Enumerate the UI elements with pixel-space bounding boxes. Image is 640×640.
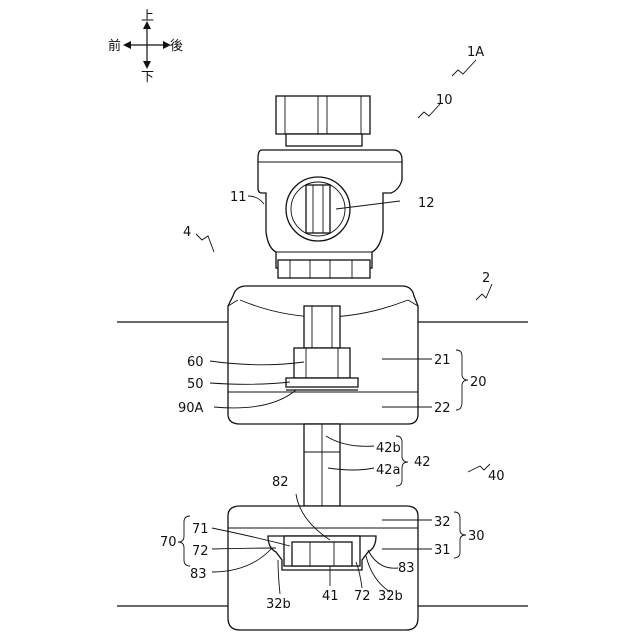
- label-32b-right: 32b: [378, 589, 403, 604]
- label-2: 2: [482, 271, 490, 286]
- label-10: 10: [436, 93, 453, 108]
- label-30: 30: [468, 529, 485, 544]
- label-11: 11: [230, 190, 247, 205]
- label-82: 82: [272, 475, 289, 490]
- label-41: 41: [322, 589, 339, 604]
- label-20: 20: [470, 375, 487, 390]
- label-60: 60: [187, 355, 204, 370]
- label-12: 12: [418, 196, 435, 211]
- label-70: 70: [160, 535, 177, 550]
- stud-bolt: [304, 424, 340, 506]
- label-42b: 42b: [376, 441, 401, 456]
- label-72-left: 72: [192, 544, 209, 559]
- direction-down-label: 下: [141, 70, 154, 85]
- label-4: 4: [183, 225, 191, 240]
- upper-housing: [258, 150, 402, 278]
- label-90A: 90A: [178, 401, 204, 416]
- label-72-bottom: 72: [354, 589, 371, 604]
- label-83-left: 83: [190, 567, 207, 582]
- direction-up-label: 上: [141, 9, 154, 24]
- label-21: 21: [434, 353, 451, 368]
- label-40: 40: [488, 469, 505, 484]
- direction-back-label: 後: [170, 39, 183, 54]
- direction-front-label: 前: [108, 38, 121, 54]
- lower-nut-assembly: [268, 536, 376, 570]
- label-1A: 1A: [467, 45, 484, 60]
- label-22: 22: [434, 401, 451, 416]
- label-83-right: 83: [398, 561, 415, 576]
- direction-indicator: 上 下 前 後: [108, 9, 183, 85]
- label-31: 31: [434, 543, 451, 558]
- label-32b-left: 32b: [266, 597, 291, 612]
- label-32: 32: [434, 515, 451, 530]
- label-42: 42: [414, 455, 431, 470]
- label-50: 50: [187, 377, 204, 392]
- label-71: 71: [192, 522, 209, 537]
- upper-hex-nut: [276, 96, 370, 146]
- label-42a: 42a: [376, 463, 401, 478]
